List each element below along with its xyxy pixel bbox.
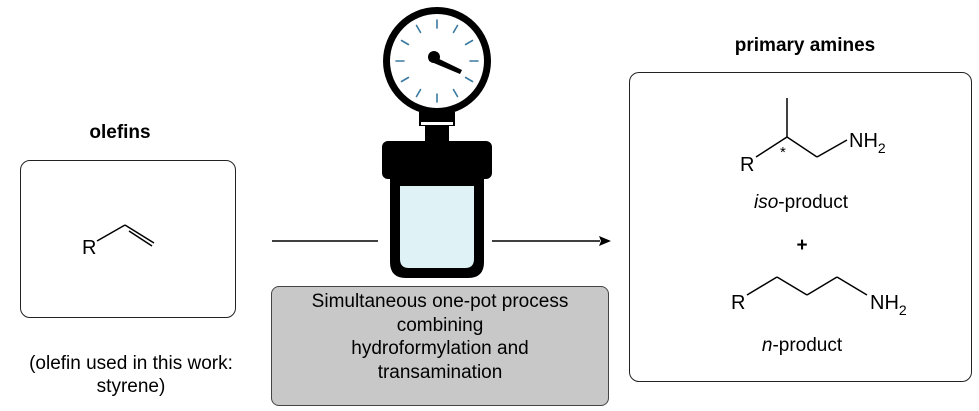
arrow-head [599,236,611,246]
olefin-caption-line2: styrene) [96,376,166,397]
olefin-bond-2 [124,224,155,244]
olefin-bond-1 [96,224,126,242]
iso-stereo-mark: * [780,144,786,161]
process-description-box: Simultaneous one-pot process combining h… [271,286,609,406]
olefin-caption-line1: (olefin used in this work: [29,353,233,374]
process-line-1: Simultaneous one-pot process [311,291,569,312]
process-line-2: combining [396,314,484,336]
olefin-structure: R [82,224,155,259]
olefin-caption: (olefin used in this work: styrene) [0,352,262,398]
olefin-r-label: R [82,237,96,259]
iso-nh2-label: NH2 [849,130,886,156]
process-line-3: hydroformylation and [351,338,529,359]
olefins-title: olefins [89,122,151,143]
iso-r-label: R [740,154,754,176]
process-line-4: transamination [377,361,503,383]
iso-product-structure: R * NH2 [740,98,886,176]
amines-box: R * NH2 iso-product + R NH2 n-product [629,72,972,382]
vessel-connector [419,112,455,142]
iso-product-name: iso-product [754,192,849,213]
amines-structures: R * NH2 iso-product + R NH2 n-product [731,98,907,356]
n-product-structure: R NH2 [731,276,907,318]
n-product-name: n-product [762,335,843,356]
olefin-box: R [20,160,236,318]
primary-amines-title: primary amines [734,35,876,56]
vessel-body [390,178,484,278]
n-r-label: R [731,292,745,314]
olefin-double-bond [128,230,153,247]
n-nh2-label: NH2 [870,292,907,318]
plus-sign: + [796,235,807,256]
vessel-lid [382,141,492,179]
pressure-gauge-icon [383,7,491,115]
